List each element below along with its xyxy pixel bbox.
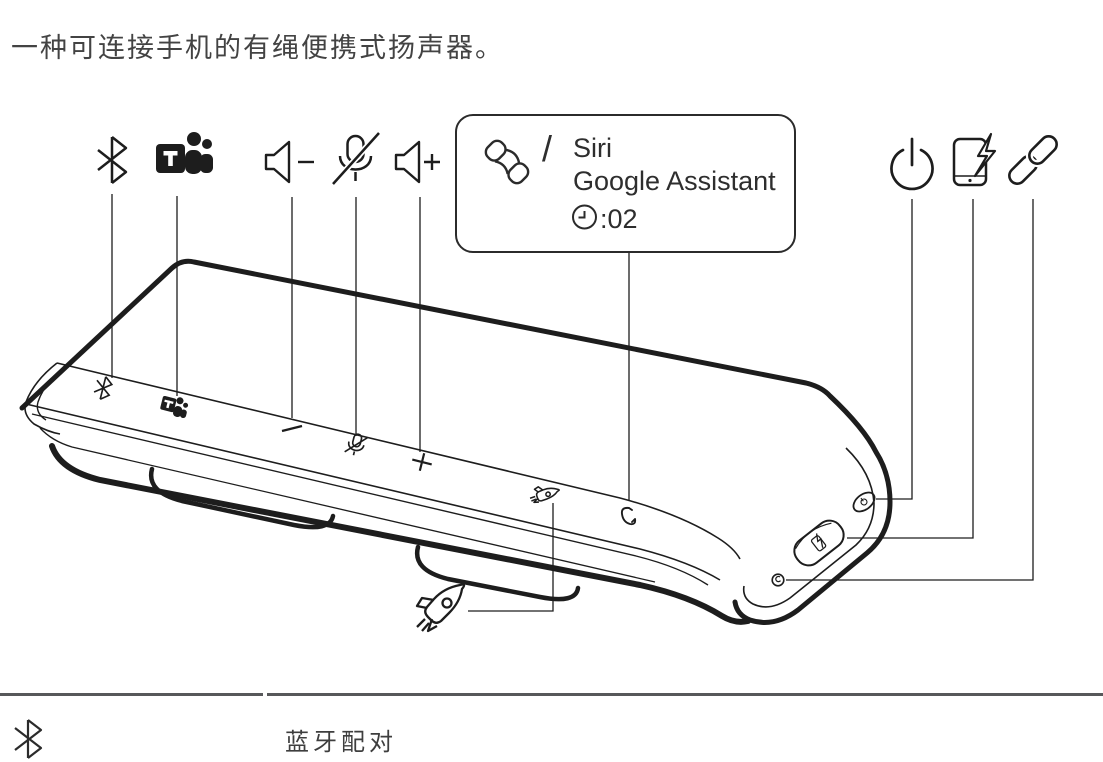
- phone-button-glyph: [620, 506, 637, 526]
- strip-glyphs: [93, 376, 637, 526]
- device-outline: [19, 258, 893, 625]
- power-icon: [890, 137, 934, 191]
- bluetooth-button-glyph: [93, 376, 114, 400]
- phone-handset-icon: [484, 139, 530, 185]
- assistant-name-siri: Siri: [573, 133, 612, 163]
- page-description: 一种可连接手机的有绳便携式扬声器。: [11, 33, 504, 63]
- volume-down-button-glyph: [281, 424, 303, 433]
- callout-line-rocket: [468, 503, 554, 612]
- front-strip-seam: [25, 403, 721, 581]
- end-cap-face: [742, 447, 875, 608]
- rocket-icon: [415, 583, 466, 633]
- device-foot: [148, 466, 336, 530]
- callout-lines: [111, 194, 1034, 612]
- volume-up-icon: [394, 140, 440, 184]
- front-strip-top: [56, 362, 741, 560]
- legend-label-bluetooth-pairing: 蓝牙配对: [285, 729, 397, 756]
- assistant-separator: /: [542, 128, 553, 169]
- device-foot: [414, 544, 581, 602]
- assistant-hold-time: :02: [600, 204, 638, 234]
- assistant-callout-box: / Siri Google Assistant :02: [455, 114, 796, 253]
- power-button: [852, 491, 876, 513]
- assistant-name-google: Google Assistant: [573, 166, 776, 196]
- volume-up-button-glyph: [412, 453, 432, 471]
- phone-charging-icon: [952, 132, 997, 187]
- link-icon: [1008, 132, 1061, 185]
- device-left-end: [24, 362, 61, 435]
- clock-icon: [572, 204, 597, 230]
- lanyard-slot: [771, 573, 785, 587]
- legend-divider: [267, 693, 1103, 696]
- teams-button-glyph: [160, 396, 189, 419]
- microphone-mute-icon: [330, 130, 382, 187]
- top-icon-row: [97, 130, 1061, 191]
- ms-teams-icon: [156, 132, 213, 174]
- callout-line-power: [876, 199, 913, 500]
- callout-line-link: [786, 199, 1034, 581]
- volume-down-icon: [264, 140, 314, 184]
- device-base: [49, 443, 751, 625]
- callout-line-charging: [847, 199, 974, 539]
- usb-charging-port: [793, 519, 845, 567]
- mute-button-glyph: [344, 433, 368, 456]
- legend-bluetooth-icon: [14, 719, 43, 759]
- legend-divider: [0, 693, 263, 696]
- assistant-callout-icons: [484, 139, 597, 230]
- rocket-button-glyph: [528, 479, 561, 511]
- bluetooth-icon: [97, 136, 128, 184]
- device-illustration: [19, 258, 893, 625]
